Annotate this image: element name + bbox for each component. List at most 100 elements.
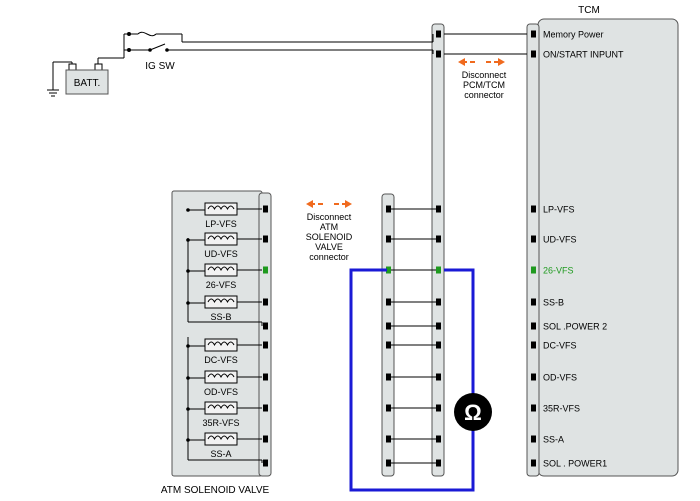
fuse-symbol	[127, 31, 433, 52]
coil-od-vfs: OD-VFS	[186, 370, 268, 397]
tcm-pin-26-vfs	[531, 266, 536, 274]
coil-ground-dot-ud-vfs	[186, 238, 190, 242]
atm-harness-pin-7	[386, 404, 391, 412]
atm-harness-pin-5	[386, 341, 391, 349]
coil-ss-b: SS-B	[186, 295, 268, 322]
coil-26-vfs: 26-VFS	[186, 263, 268, 290]
coil-ground-dot-ss-a	[186, 438, 190, 442]
solenoid-coil-list: LP-VFS UD-VFS 26-VFS SS-B DC-VFS OD-VFS 35R-VF…	[186, 202, 268, 467]
solenoid-pin-dc-vfs	[263, 341, 268, 349]
tcm-pin-label-on-start: ON/START INPUNT	[543, 50, 624, 60]
atm-note-line-3: SOLENOID	[306, 232, 353, 242]
coil-35r-vfs: 35R-VFS	[186, 401, 268, 428]
battery-label: BATT.	[74, 78, 100, 89]
coil-dc-vfs: DC-VFS	[186, 338, 268, 365]
tcm-pin-label-35r-vfs: 35R-VFS	[543, 404, 580, 414]
ohmmeter-probe-wire	[349, 268, 475, 492]
tcm-pin-label-memory-power: Memory Power	[543, 30, 604, 40]
coil-winding-dc-vfs	[207, 341, 235, 347]
pcm-note-line-1: Disconnect	[462, 70, 507, 80]
tcm-pin-label-ss-b: SS-B	[543, 298, 564, 308]
solenoid-pin-ss-a	[263, 435, 268, 443]
atm-harness-pin-0	[386, 205, 391, 213]
pcm-harness-pin-3	[436, 298, 441, 306]
coil-label-lp-vfs: LP-VFS	[205, 219, 237, 229]
ohmmeter-symbol: Ω	[464, 400, 482, 425]
atm-harness-pin-3	[386, 298, 391, 306]
coil-label-od-vfs: OD-VFS	[204, 387, 238, 397]
pcm-note-line-2: PCM/TCM	[463, 80, 505, 90]
solenoid-pin-power-2	[263, 459, 268, 467]
solenoid-connector	[258, 192, 272, 477]
atm-harness-pin-1	[386, 235, 391, 243]
atm-note-line-5: connector	[309, 252, 349, 262]
coil-ground-dot-ss-b	[186, 301, 190, 305]
coil-winding-26-vfs	[207, 266, 235, 272]
tcm-pin-label-dc-vfs: DC-VFS	[543, 341, 577, 351]
tcm-pin-ud-vfs	[531, 235, 536, 243]
coil-winding-ss-b	[207, 298, 235, 304]
ohmmeter-icon	[454, 393, 492, 431]
tcm-title: TCM	[578, 5, 600, 16]
solenoid-pin-power-1	[263, 322, 268, 330]
solenoid-pin-26-vfs	[263, 266, 268, 274]
pcm-harness-pin-0	[436, 205, 441, 213]
coil-ud-vfs: UD-VFS	[186, 232, 268, 259]
tcm-connector	[526, 23, 540, 477]
pcm-harness-pin-9	[436, 459, 441, 467]
coil-label-ss-a: SS-A	[210, 449, 231, 459]
pcm-disconnect-note: Disconnect PCM/TCM connector	[458, 58, 507, 100]
tcm-pin-label-ud-vfs: UD-VFS	[543, 235, 577, 245]
pcm-harness-pin-1	[436, 235, 441, 243]
pcm-power-pin-1	[436, 50, 441, 58]
coil-ground-dot-dc-vfs	[186, 344, 190, 348]
tcm-pin-od-vfs	[531, 373, 536, 381]
coil-label-35r-vfs: 35R-VFS	[202, 418, 239, 428]
coil-label-dc-vfs: DC-VFS	[204, 355, 238, 365]
pcm-harness-connector	[431, 23, 445, 477]
pcm-power-pin-0	[436, 30, 441, 38]
tcm-pin-label-lp-vfs: LP-VFS	[543, 205, 575, 215]
pcm-harness-pin-7	[436, 404, 441, 412]
tcm-pin-dc-vfs	[531, 341, 536, 349]
tcm-pin-on-start	[531, 50, 536, 58]
coil-ground-dot-lp-vfs	[186, 208, 190, 212]
tcm-pin-sol-power-1	[531, 459, 536, 467]
coil-label-ud-vfs: UD-VFS	[204, 249, 238, 259]
pcm-harness-pin-8	[436, 435, 441, 443]
tcm-pin-memory-power	[531, 30, 536, 38]
tcm-pin-label-sol-power-1: SOL . POWER1	[543, 459, 607, 469]
atm-harness-pin-9	[386, 459, 391, 467]
coil-label-ss-b: SS-B	[210, 312, 231, 322]
coil-winding-od-vfs	[207, 373, 235, 379]
coil-ss-a: SS-A	[186, 432, 268, 459]
atm-harness-pin-2	[386, 266, 391, 274]
ignition-switch-symbol: IG SW	[140, 43, 433, 72]
coil-label-26-vfs: 26-VFS	[206, 280, 237, 290]
solenoid-pin-ss-b	[263, 298, 268, 306]
ignition-switch-label: IG SW	[145, 61, 175, 72]
harness-wires	[386, 30, 441, 467]
tcm-pin-lp-vfs	[531, 205, 536, 213]
coil-winding-ud-vfs	[207, 235, 235, 241]
pcm-note-line-3: connector	[464, 90, 504, 100]
coil-ground-dot-35r-vfs	[186, 407, 190, 411]
tcm-pin-label-od-vfs: OD-VFS	[543, 373, 577, 383]
tcm-pin-label-26-vfs: 26-VFS	[543, 266, 574, 276]
atm-harness-pin-4	[386, 322, 391, 330]
coil-winding-lp-vfs	[207, 205, 235, 211]
atm-note-line-4: VALVE	[315, 242, 343, 252]
atm-disconnect-note: Disconnect ATM SOLENOID VALVE connector	[306, 200, 353, 262]
tcm-pin-label-sol-power-2: SOL .POWER 2	[543, 322, 607, 332]
solenoid-block-title: ATM SOLENOID VALVE	[161, 485, 270, 496]
solenoid-pin-lp-vfs	[263, 205, 268, 213]
atm-harness-pin-8	[386, 435, 391, 443]
tcm-pin-label-ss-a: SS-A	[543, 435, 564, 445]
tcm-pin-sol-power-2	[531, 322, 536, 330]
tcm-pin-35r-vfs	[531, 404, 536, 412]
coil-ground-dot-od-vfs	[186, 376, 190, 380]
atm-note-line-2: ATM	[320, 222, 338, 232]
coil-winding-35r-vfs	[207, 404, 235, 410]
